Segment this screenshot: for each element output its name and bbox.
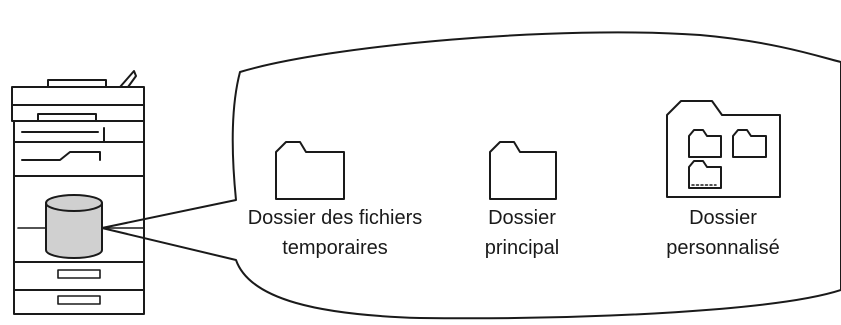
folder-label-line-1: Dossier — [488, 207, 556, 229]
folder-icon — [275, 141, 345, 200]
custom-folder-icon — [666, 100, 781, 198]
folder-label-line-2: temporaires — [282, 237, 388, 259]
callout-balloon — [101, 31, 841, 320]
folder-label-temporaires: Dossier des fichiers temporaires — [232, 203, 438, 263]
folder-label-principal: Dossier principal — [452, 203, 592, 263]
folder-label-line-1: Dossier — [689, 207, 757, 229]
printer-icon — [11, 70, 145, 315]
folder-label-line-2: personnalisé — [666, 237, 780, 259]
folder-icon — [489, 141, 557, 200]
folder-label-line-1: Dossier des fichiers — [247, 207, 423, 229]
folder-label-personnalise: Dossier personnalisé — [638, 203, 808, 263]
folder-label-line-2: principal — [484, 237, 560, 259]
storage-cylinder-icon — [17, 194, 145, 259]
